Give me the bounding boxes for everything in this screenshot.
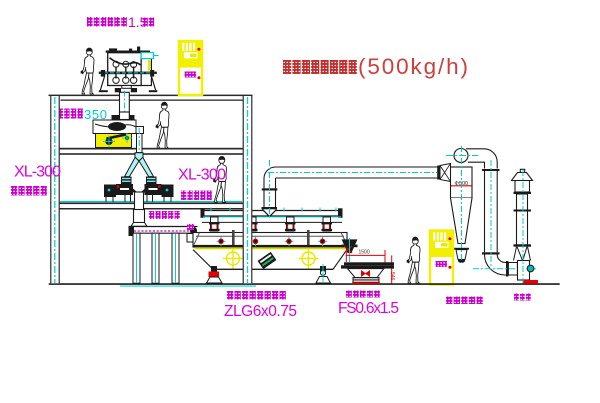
svg-text:1500: 1500 xyxy=(359,250,370,256)
svg-text:FS0.6x1.5: FS0.6x1.5 xyxy=(338,300,399,317)
svg-text:ZLG6x0.75: ZLG6x0.75 xyxy=(224,303,297,320)
svg-text:XL-300: XL-300 xyxy=(14,164,61,181)
svg-text:(500kg/h): (500kg/h) xyxy=(358,54,468,79)
svg-text:546: 546 xyxy=(389,272,395,281)
svg-text:350: 350 xyxy=(84,107,107,122)
svg-text:XL-300: XL-300 xyxy=(178,167,226,184)
